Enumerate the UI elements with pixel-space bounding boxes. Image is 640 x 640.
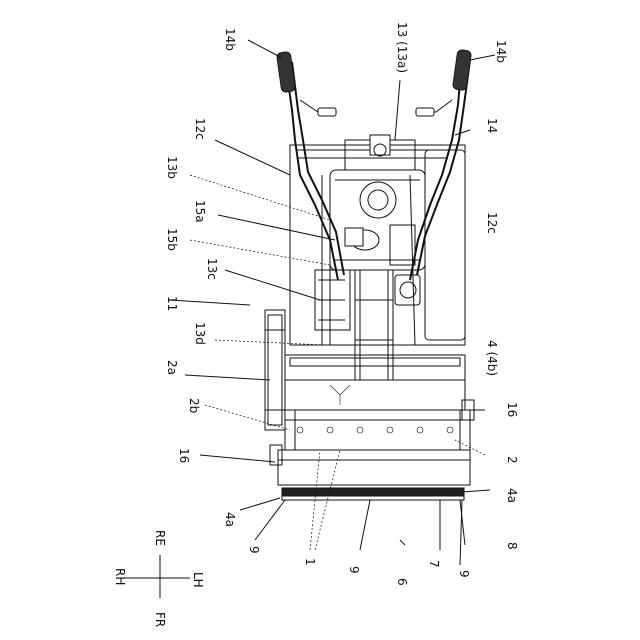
label-8: 8 bbox=[505, 542, 519, 550]
label-4a-right: 4a bbox=[505, 488, 519, 503]
label-13b: 13b bbox=[165, 156, 179, 179]
label-9-mid: 9 bbox=[347, 566, 361, 574]
left-grip bbox=[276, 51, 295, 93]
label-14b-right: 14b bbox=[494, 40, 508, 63]
label-11: 11 bbox=[165, 296, 179, 311]
orientation-re: RE bbox=[153, 530, 167, 546]
right-grip bbox=[452, 49, 471, 91]
leader-lines bbox=[170, 40, 495, 565]
label-2a: 2a bbox=[165, 360, 179, 375]
handlebar-assembly bbox=[276, 49, 471, 280]
label-9-left: 9 bbox=[247, 546, 261, 554]
label-1: 1 bbox=[303, 558, 317, 566]
label-12c-right: 12c bbox=[485, 212, 499, 234]
label-2b: 2b bbox=[187, 398, 201, 413]
part-labels: 14b 14b 13 (13a) 12c 14 13b 15a 12c 15b … bbox=[165, 22, 519, 586]
label-6: 6 bbox=[395, 578, 409, 586]
label-15a: 15a bbox=[193, 200, 207, 223]
orientation-indicator: RH LH FR RE bbox=[113, 530, 205, 627]
label-4a-left: 4a bbox=[223, 512, 237, 527]
label-16-left: 16 bbox=[177, 448, 191, 463]
orientation-lh: LH bbox=[191, 572, 205, 588]
label-13d: 13d bbox=[193, 322, 207, 345]
label-13c: 13c bbox=[205, 258, 219, 280]
orientation-rh: RH bbox=[113, 568, 127, 585]
label-4: 4 (4b) bbox=[485, 340, 499, 376]
auger-housing bbox=[265, 310, 474, 500]
label-7: 7 bbox=[427, 560, 441, 568]
label-14b-left: 14b bbox=[223, 28, 237, 51]
engine-frame bbox=[290, 135, 465, 380]
orientation-fr: FR bbox=[153, 612, 167, 627]
label-15b: 15b bbox=[165, 228, 179, 251]
label-12c-left: 12c bbox=[193, 118, 207, 140]
label-13: 13 (13a) bbox=[395, 22, 409, 73]
label-14: 14 bbox=[485, 118, 499, 133]
label-9-right: 9 bbox=[457, 570, 471, 578]
label-2: 2 bbox=[505, 456, 519, 464]
label-16-right: 16 bbox=[505, 402, 519, 417]
